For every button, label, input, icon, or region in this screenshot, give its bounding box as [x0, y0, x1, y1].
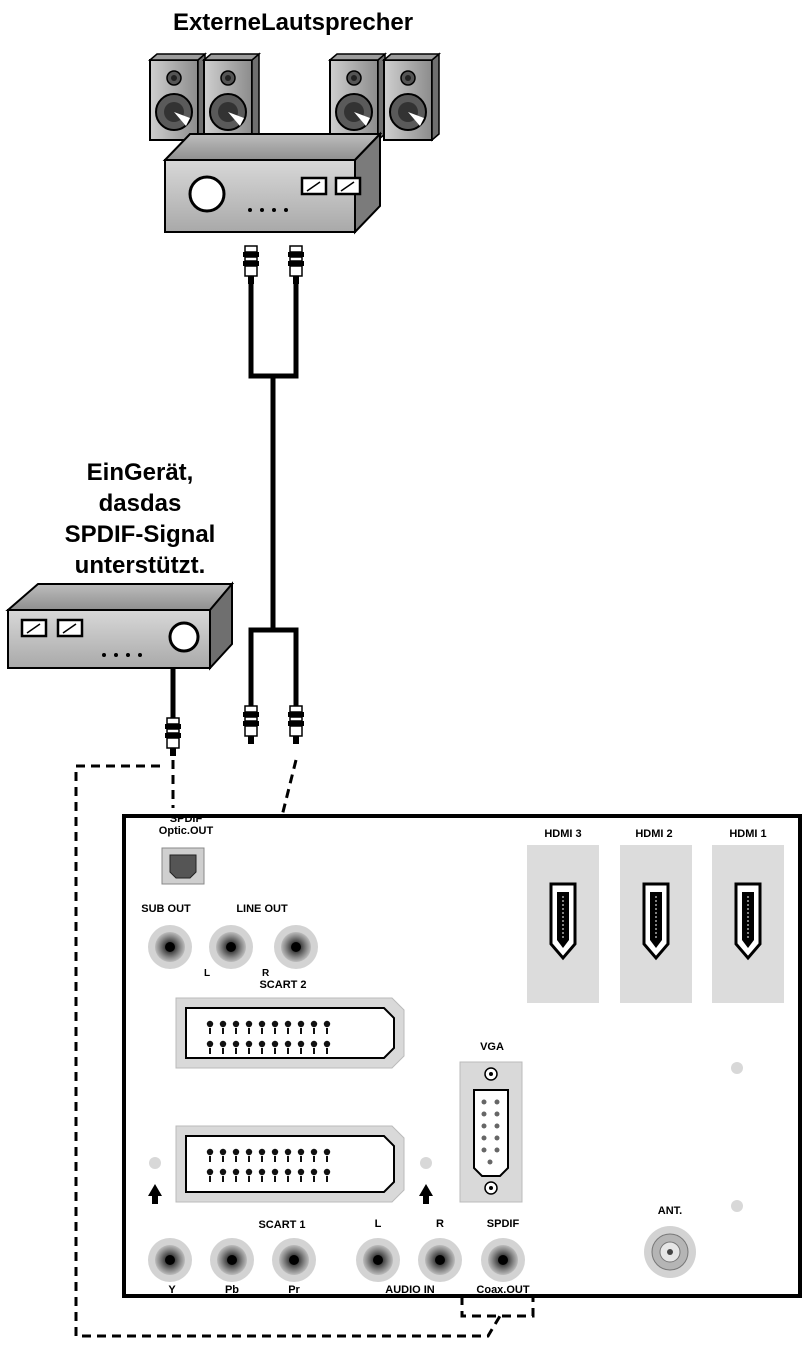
line-out-l-label: L: [204, 968, 210, 979]
vga-port[interactable]: [459, 1061, 523, 1203]
line-out-label: LINE OUT: [236, 903, 288, 915]
audio-in-r-jack[interactable]: [418, 1238, 462, 1282]
spdif-device-label-line1: EinGerät,: [87, 459, 194, 486]
antenna-port[interactable]: [644, 1226, 696, 1278]
indicator-dot: [731, 1200, 743, 1212]
spdif-optical-port[interactable]: [161, 847, 205, 885]
amplifier-icon: [162, 131, 383, 235]
spdif-receiver-icon: [5, 581, 235, 671]
audio-in-label: AUDIO IN: [385, 1284, 435, 1296]
spdif-device-label-line3: SPDIF-Signal: [65, 521, 216, 548]
vga-label: VGA: [480, 1041, 504, 1053]
hdmi2-label: HDMI 2: [635, 828, 672, 840]
indicator-dot: [420, 1157, 432, 1169]
rca-plug-icon: [287, 245, 305, 285]
indicator-dot: [149, 1157, 161, 1169]
audio-cable: [248, 284, 299, 706]
speaker-icon: [329, 53, 386, 141]
speaker-icon: [149, 53, 206, 141]
spdif-coax-label: SPDIF: [487, 1218, 520, 1230]
audio-in-l-jack[interactable]: [356, 1238, 400, 1282]
rca-plug-icon: [164, 717, 182, 757]
rca-plug-icon: [242, 245, 260, 285]
speaker-icon: [383, 53, 440, 141]
hdmi3-port[interactable]: [527, 845, 599, 1003]
coax-out-label: Coax.OUT: [476, 1284, 529, 1296]
scart2-port[interactable]: [175, 997, 405, 1069]
spdif-coax-jack[interactable]: [481, 1238, 525, 1282]
arrow-up-icon: [148, 1184, 162, 1204]
scart1-port[interactable]: [175, 1125, 405, 1203]
component-y-jack[interactable]: [148, 1238, 192, 1282]
scart1-label: SCART 1: [258, 1219, 305, 1231]
spdif-optic-label-line1: SPDIF: [170, 813, 203, 825]
hdmi1-port[interactable]: [712, 845, 784, 1003]
hdmi3-label: HDMI 3: [544, 828, 581, 840]
arrow-up-icon: [419, 1184, 433, 1204]
component-pr-label: Pr: [288, 1284, 300, 1296]
scart2-label: SCART 2: [259, 979, 306, 991]
audio-in-l-label: L: [375, 1218, 382, 1230]
rca-plug-icon: [287, 705, 305, 745]
component-pb-label: Pb: [225, 1284, 239, 1296]
indicator-dot: [731, 1062, 743, 1074]
spdif-optic-label-line2: Optic.OUT: [159, 825, 214, 837]
spdif-device-label-line4: unterstützt.: [75, 552, 206, 579]
hdmi2-port[interactable]: [620, 845, 692, 1003]
sub-out-label: SUB OUT: [141, 903, 191, 915]
line-out-r-label: R: [262, 968, 270, 979]
component-pr-jack[interactable]: [272, 1238, 316, 1282]
rca-plug-icon: [242, 705, 260, 745]
line-out-r-jack[interactable]: [274, 925, 318, 969]
spdif-device-label-line2: dasdas: [99, 490, 182, 517]
antenna-label: ANT.: [658, 1205, 682, 1217]
component-pb-jack[interactable]: [210, 1238, 254, 1282]
line-out-l-jack[interactable]: [209, 925, 253, 969]
sub-out-jack[interactable]: [148, 925, 192, 969]
speakers-title: ExterneLautsprecher: [173, 9, 413, 36]
speaker-icon: [203, 53, 260, 141]
component-y-label: Y: [168, 1284, 176, 1296]
hdmi1-label: HDMI 1: [729, 828, 766, 840]
audio-in-r-label: R: [436, 1218, 444, 1230]
